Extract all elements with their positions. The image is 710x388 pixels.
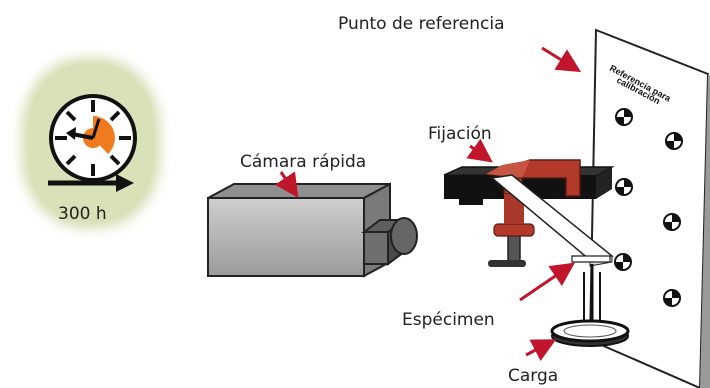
fixture-arrow [466,138,493,163]
calibration-board: Referencia para calibración [588,28,710,388]
specimen-label: Espécimen [402,310,495,330]
clock-icon [49,94,137,182]
reference-arrow [541,46,582,73]
calibration-target-icon [665,132,683,150]
calibration-target-icon [663,213,681,231]
load-label: Carga [508,366,558,386]
calibration-target-icon [663,289,681,307]
duration-clock-group: 300 h [22,58,160,228]
calibration-target-icon [615,108,633,126]
reference-point-label: Punto de referencia [338,14,504,34]
time-arrow [48,174,134,192]
load-weight [550,264,630,347]
load-arrow [525,339,557,361]
camera-label: Cámara rápida [240,152,366,172]
specimen [490,174,614,267]
calibration-target-icon [615,178,633,196]
duration-label: 300 h [58,204,107,224]
calibration-target-icon [614,253,632,271]
fixture-label: Fijación [428,124,492,144]
specimen-arrow [519,262,575,302]
camera-icon [207,182,418,278]
camera-arrow [275,171,299,198]
